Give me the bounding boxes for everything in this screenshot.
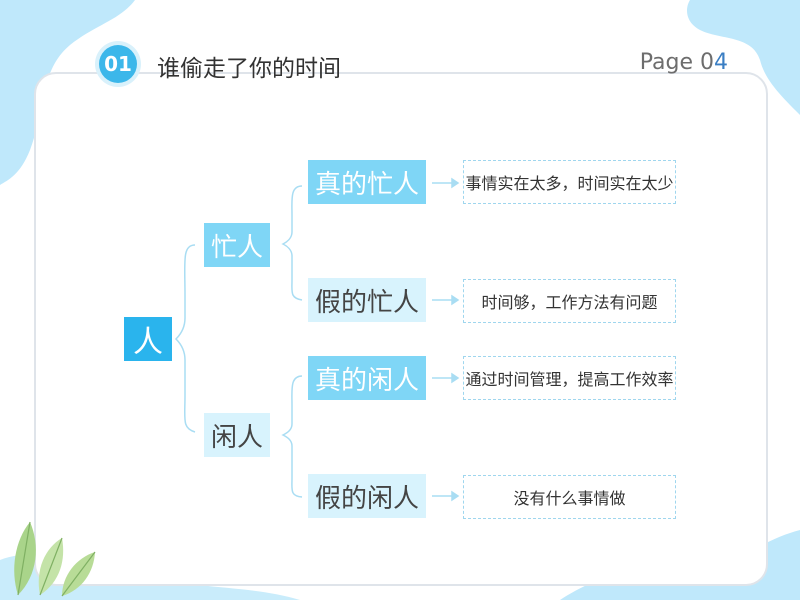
page-title: 谁偷走了你的时间	[157, 56, 341, 82]
page-prefix: Page 0	[639, 50, 714, 75]
page-number: 4	[714, 50, 728, 75]
idle-true-node: 真的闲人	[308, 356, 426, 400]
desc-idle-true: 通过时间管理，提高工作效率	[463, 356, 676, 400]
root-node: 人	[124, 317, 172, 361]
branch-idle-node: 闲人	[204, 413, 270, 457]
branch-busy-node: 忙人	[204, 223, 270, 267]
desc-busy-true: 事情实在太多，时间实在太少	[463, 160, 676, 204]
page-indicator: Page 04	[640, 50, 728, 75]
section-number: 01	[99, 45, 137, 83]
idle-fake-node: 假的闲人	[308, 474, 426, 518]
desc-busy-fake: 时间够，工作方法有问题	[463, 279, 676, 323]
leaf-decoration	[14, 521, 96, 597]
busy-true-node: 真的忙人	[308, 160, 426, 204]
section-number-badge: 01	[95, 41, 141, 87]
busy-fake-node: 假的忙人	[308, 278, 426, 322]
desc-idle-fake: 没有什么事情做	[463, 475, 676, 519]
